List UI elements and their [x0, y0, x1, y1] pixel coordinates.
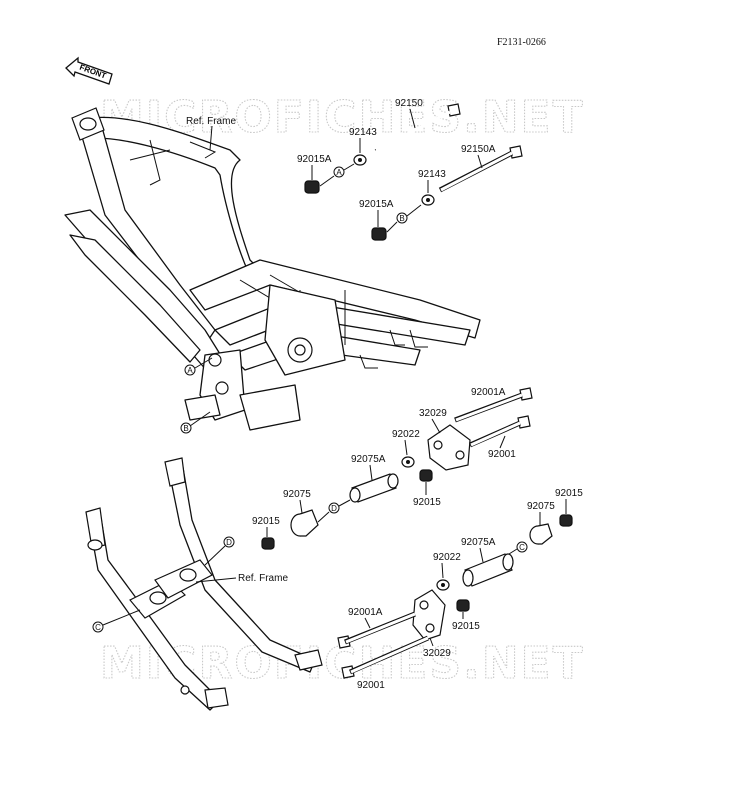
- label-92015-bottom: 92015: [452, 621, 480, 632]
- label-92015A-a: 92015A: [297, 154, 332, 165]
- bolt-92150: [374, 103, 461, 152]
- spacer-92075-left: [290, 509, 319, 537]
- main-frame: [64, 107, 481, 431]
- ref-frame-bottom-label: Ref. Frame: [238, 573, 288, 584]
- ref-marker-a-top: A: [333, 166, 345, 178]
- label-92075-right: 92075: [527, 501, 555, 512]
- nut-92015-mid: [419, 469, 433, 482]
- label-92143-b: 92143: [418, 169, 446, 180]
- nut-92015-bottom: [456, 599, 470, 612]
- spacer-92075A-bottom: [462, 553, 514, 587]
- label-32029-bottom: 32029: [423, 648, 451, 659]
- label-92150A: 92150A: [461, 144, 496, 155]
- nut-92015A-b: [371, 227, 387, 241]
- ref-marker-c-lower: C: [92, 621, 104, 633]
- label-92022-bottom: 92022: [433, 552, 461, 563]
- nut-92015-right: [559, 514, 573, 527]
- bolt-92001A-top: [454, 387, 533, 423]
- ref-marker-d-mid: D: [328, 502, 340, 514]
- label-92015-mid: 92015: [413, 497, 441, 508]
- front-arrow-icon: FRONT: [65, 56, 113, 85]
- label-92001A-top: 92001A: [471, 387, 506, 398]
- ref-frame-bottom-leader: [195, 577, 237, 583]
- spacer-92075-right: [529, 523, 553, 545]
- label-92143-a: 92143: [349, 127, 377, 138]
- label-92150: 92150: [395, 98, 423, 109]
- label-92001A-bottom: 92001A: [348, 607, 383, 618]
- svg-text:C: C: [95, 623, 101, 632]
- figure-code: F2131-0266: [497, 37, 546, 48]
- svg-text:D: D: [226, 538, 232, 547]
- lower-sub-frame: [85, 457, 323, 711]
- ref-frame-top-leader: [209, 125, 213, 151]
- label-92001-top: 92001: [488, 449, 516, 460]
- svg-text:B: B: [183, 424, 188, 433]
- svg-text:C: C: [519, 543, 525, 552]
- label-92015-right: 92015: [555, 488, 583, 499]
- label-92022-top: 92022: [392, 429, 420, 440]
- bracket-32029-top: [427, 424, 471, 471]
- label-32029-top: 32029: [419, 408, 447, 419]
- label-92015A-b: 92015A: [359, 199, 394, 210]
- label-92075-left: 92075: [283, 489, 311, 500]
- svg-text:D: D: [331, 504, 337, 513]
- bolt-92150A: [438, 145, 523, 193]
- nut-92015-left: [261, 537, 275, 550]
- label-92001-bottom: 92001: [357, 680, 385, 691]
- ref-marker-b-frame: B: [180, 411, 211, 434]
- label-92075A-top: 92075A: [351, 454, 386, 465]
- svg-text:B: B: [399, 214, 404, 223]
- ref-marker-c-right: C: [516, 541, 528, 553]
- ref-frame-top-label: Ref. Frame: [186, 116, 236, 127]
- label-92075A-bottom: 92075A: [461, 537, 496, 548]
- svg-text:A: A: [336, 168, 342, 177]
- ref-marker-b-top: B: [396, 212, 408, 224]
- bolt-92001A-bottom: [337, 611, 416, 649]
- ref-marker-d-lower: D: [223, 536, 235, 548]
- bolt-92001-top: [468, 415, 531, 448]
- label-92015-left: 92015: [252, 516, 280, 527]
- bolt-92001-bottom: [341, 635, 429, 679]
- ref-marker-a-frame: A: [184, 357, 213, 376]
- bracket-32029-bottom: [412, 589, 446, 641]
- spacer-92075A-top: [349, 473, 399, 503]
- svg-text:A: A: [187, 366, 193, 375]
- nut-92015A-a: [304, 180, 320, 194]
